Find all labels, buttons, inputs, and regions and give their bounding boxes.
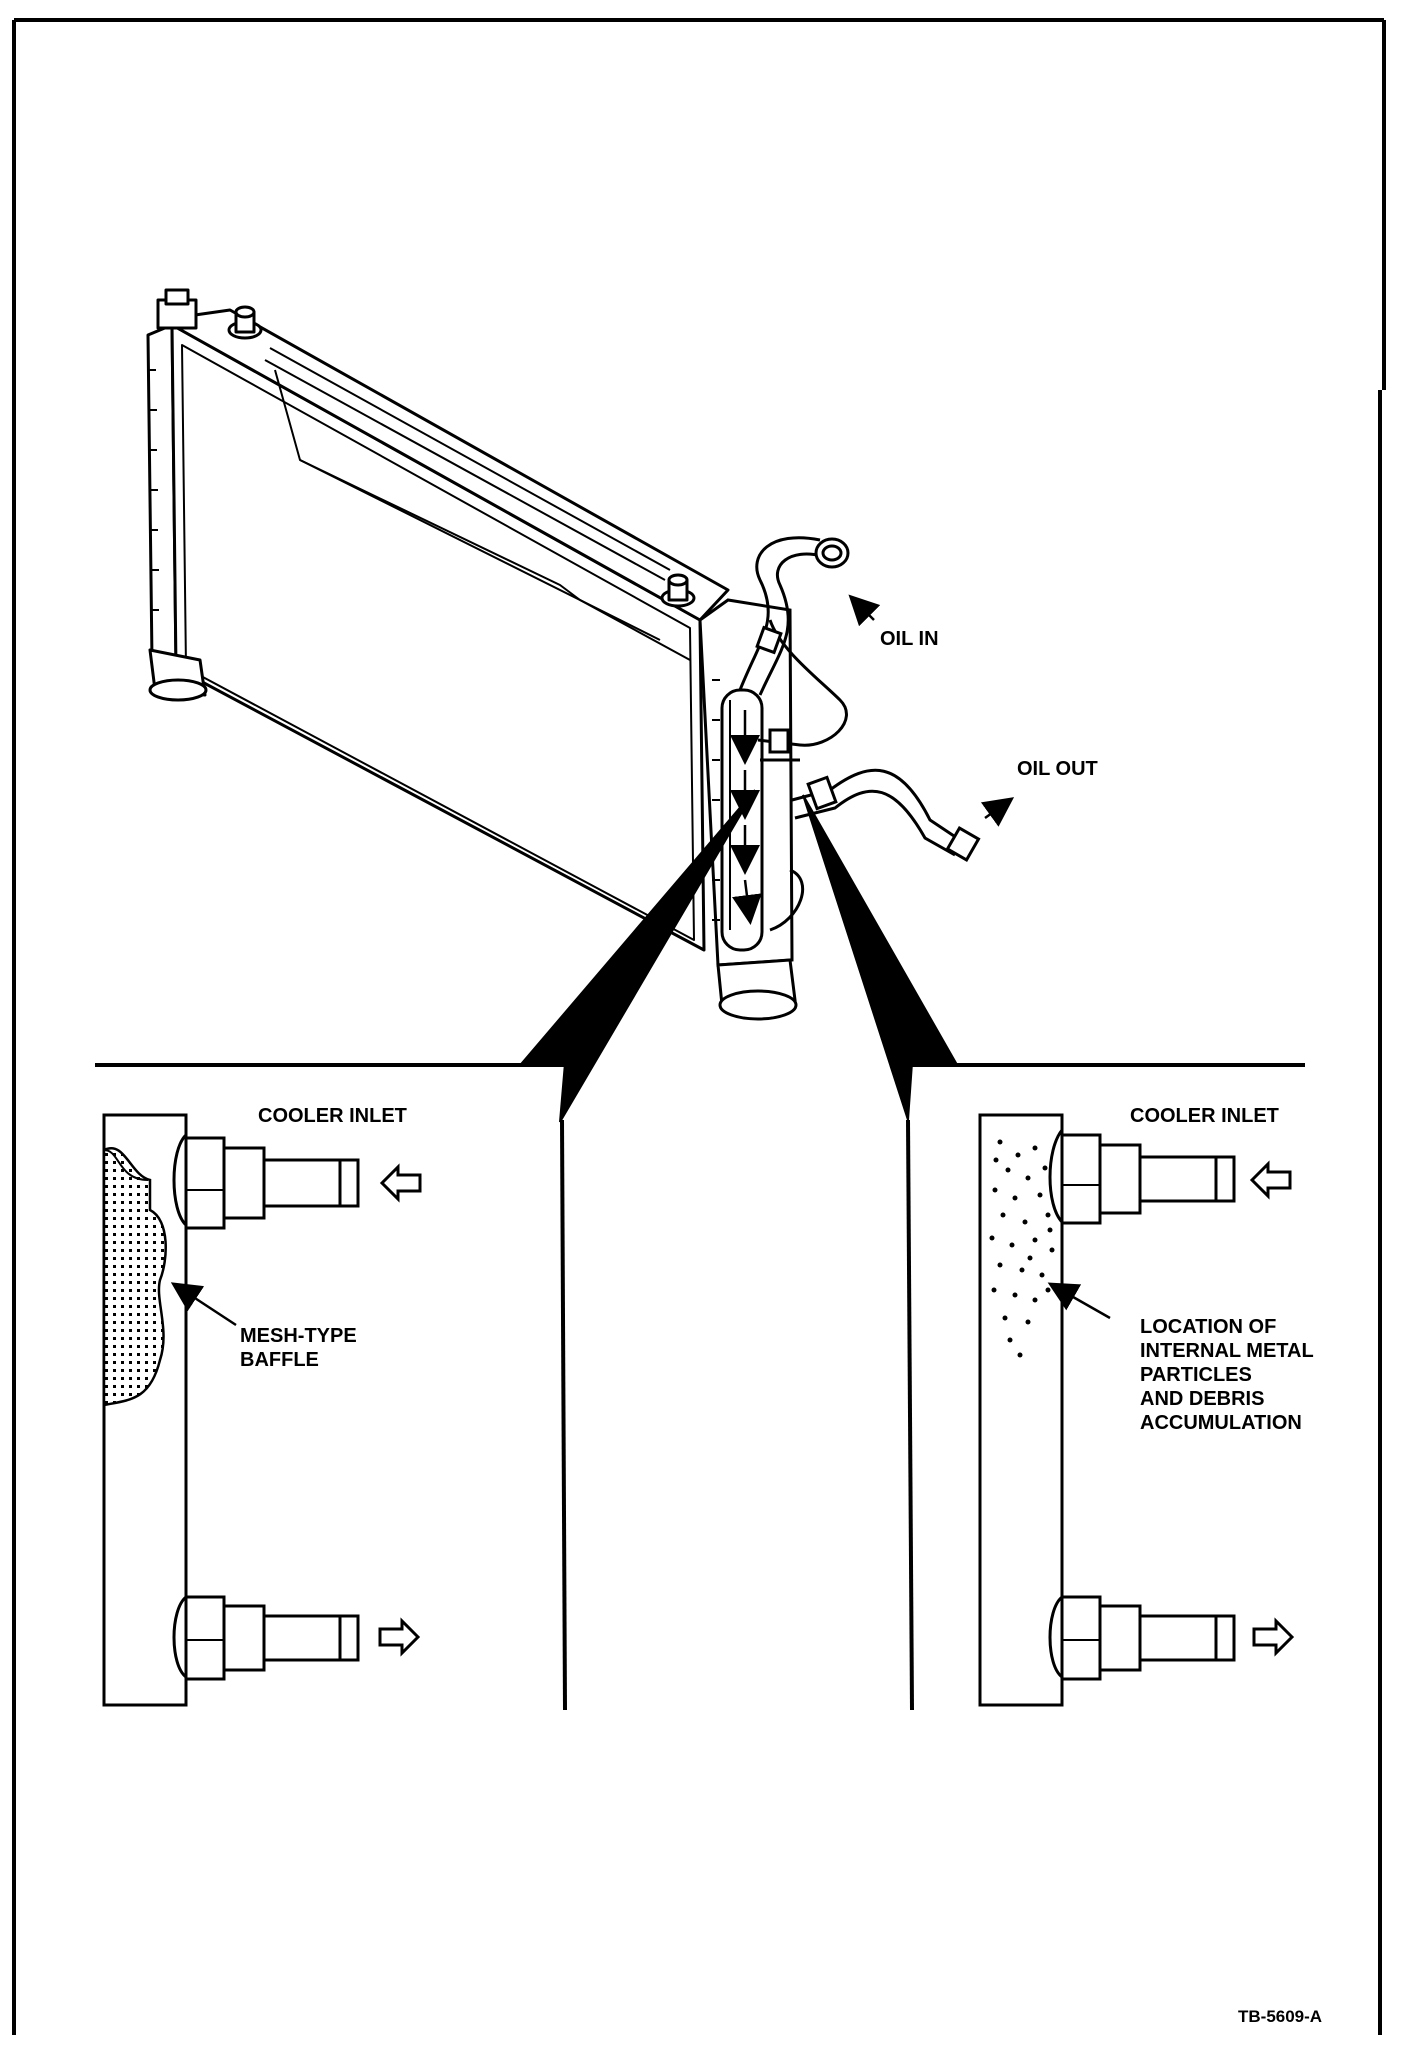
mesh-baffle-label-line2: BAFFLE bbox=[240, 1349, 319, 1371]
right-inlet-arrow bbox=[1249, 1160, 1292, 1200]
oil-in-label: OIL IN bbox=[880, 628, 939, 650]
radiator-right-tank bbox=[698, 598, 798, 1021]
right-outlet-arrow bbox=[1252, 1617, 1295, 1657]
left-outlet-arrow bbox=[378, 1617, 421, 1657]
debris-location-pointer bbox=[1047, 1282, 1111, 1320]
mesh-baffle-label-line1: MESH-TYPE bbox=[240, 1325, 357, 1347]
debris-label-line2: INTERNAL METAL bbox=[1140, 1340, 1314, 1362]
right-cooler-inlet-label: COOLER INLET bbox=[1130, 1105, 1279, 1127]
debris-label-line3: PARTICLES bbox=[1140, 1364, 1252, 1386]
debris-label-line5: ACCUMULATION bbox=[1140, 1412, 1302, 1434]
mesh-baffle-pointer bbox=[170, 1282, 237, 1327]
oil-out-label: OIL OUT bbox=[1017, 758, 1098, 780]
oil-lines bbox=[738, 536, 981, 932]
radiator bbox=[146, 288, 730, 952]
figure-id: TB-5609-A bbox=[1238, 2007, 1322, 2026]
oil-out-pointer bbox=[980, 797, 1015, 827]
left-cooler-inlet-label: COOLER INLET bbox=[258, 1105, 407, 1127]
left-inlet-arrow bbox=[379, 1163, 422, 1203]
left-cooler-detail bbox=[102, 1113, 360, 1707]
callout-frame bbox=[95, 1063, 1305, 1711]
oil-in-pointer bbox=[848, 594, 881, 627]
page-frame bbox=[12, 18, 1386, 2035]
right-cooler-detail bbox=[978, 1113, 1236, 1707]
debris-label-line4: AND DEBRIS bbox=[1140, 1388, 1264, 1410]
debris-label-line1: LOCATION OF bbox=[1140, 1316, 1276, 1338]
